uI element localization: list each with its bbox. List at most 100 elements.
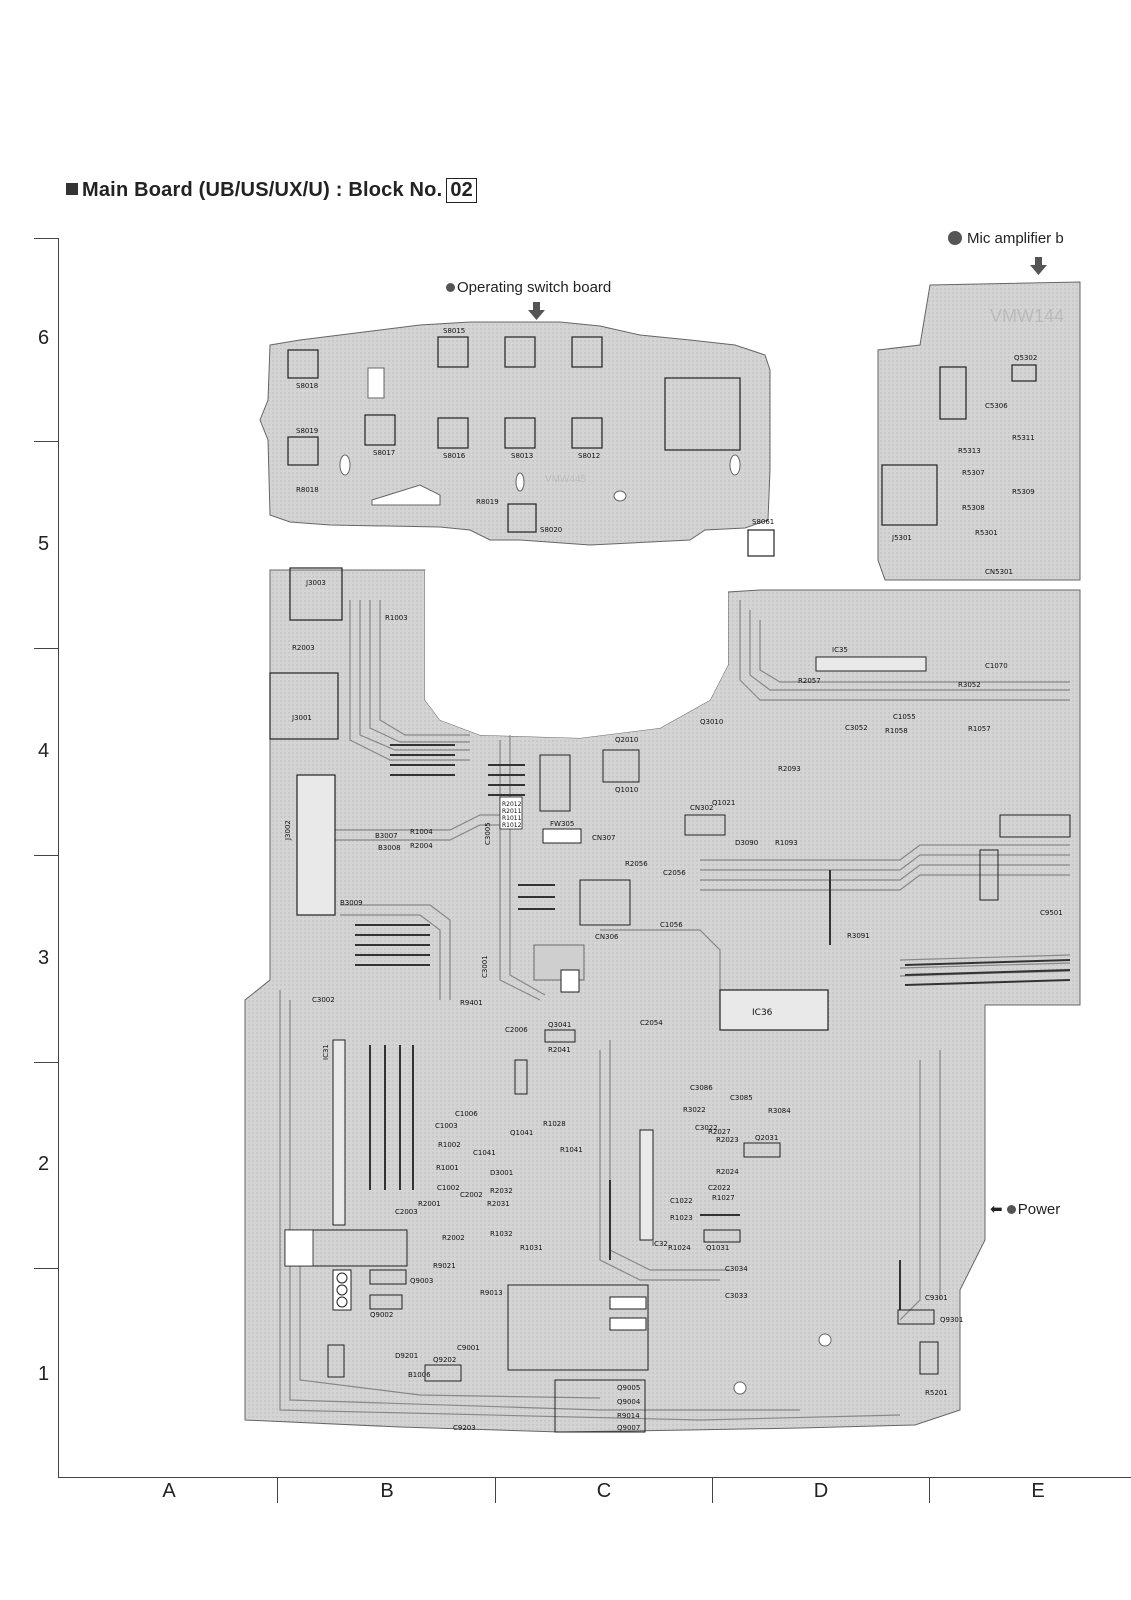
svg-text:C1056: C1056 <box>660 921 683 929</box>
svg-text:Q9002: Q9002 <box>370 1311 393 1319</box>
svg-text:Q1010: Q1010 <box>615 786 638 794</box>
svg-text:S8015: S8015 <box>443 327 465 335</box>
svg-text:IC36: IC36 <box>752 1008 773 1018</box>
svg-text:Q9007: Q9007 <box>617 1424 640 1432</box>
svg-text:R2023: R2023 <box>716 1136 739 1144</box>
svg-text:C3002: C3002 <box>312 996 335 1004</box>
svg-text:R1011: R1011 <box>502 815 522 822</box>
svg-text:R8019: R8019 <box>476 498 499 506</box>
svg-text:CN306: CN306 <box>595 933 619 941</box>
svg-text:R9013: R9013 <box>480 1289 503 1297</box>
svg-text:R2027: R2027 <box>708 1128 731 1136</box>
svg-text:Q5302: Q5302 <box>1014 354 1037 362</box>
svg-text:Q1021: Q1021 <box>712 799 735 807</box>
svg-text:C2006: C2006 <box>505 1026 528 1034</box>
svg-text:R1041: R1041 <box>560 1146 583 1154</box>
svg-text:IC32: IC32 <box>652 1240 668 1248</box>
svg-text:R1004: R1004 <box>410 828 433 836</box>
svg-text:S8061: S8061 <box>752 518 774 526</box>
col-tick <box>277 1477 278 1503</box>
svg-text:Q2031: Q2031 <box>755 1134 778 1142</box>
frame-bottom-border <box>58 1477 1131 1478</box>
col-label-e: E <box>1031 1480 1045 1502</box>
mic-amplifier-callout: Mic amplifier b <box>948 230 1064 247</box>
svg-text:Q9202: Q9202 <box>433 1356 456 1364</box>
svg-text:Q9003: Q9003 <box>410 1277 433 1285</box>
col-tick <box>712 1477 713 1503</box>
svg-text:R1057: R1057 <box>968 725 991 733</box>
svg-text:Q1041: Q1041 <box>510 1129 533 1137</box>
svg-text:R9401: R9401 <box>460 999 483 1007</box>
svg-text:C1002: C1002 <box>437 1184 460 1192</box>
svg-text:R2012: R2012 <box>502 801 522 808</box>
svg-text:C9203: C9203 <box>453 1424 476 1432</box>
svg-text:R2093: R2093 <box>778 765 801 773</box>
svg-text:R3052: R3052 <box>958 681 981 689</box>
svg-text:R1032: R1032 <box>490 1230 513 1238</box>
svg-text:R2002: R2002 <box>442 1234 465 1242</box>
svg-text:R2004: R2004 <box>410 842 433 850</box>
arrow-left-icon: ⬅ <box>990 1201 1003 1218</box>
svg-text:R5313: R5313 <box>958 447 981 455</box>
operating-switch-board-callout: Operating switch board <box>446 279 611 296</box>
col-label-d: D <box>813 1480 829 1502</box>
main-board-components: J3003 J3001 J3002 R1003 R2003 B3007 B300… <box>269 567 1071 1433</box>
svg-text:C5306: C5306 <box>985 402 1008 410</box>
svg-text:S8020: S8020 <box>540 526 562 534</box>
row-label-6: 6 <box>38 327 50 349</box>
svg-text:R1003: R1003 <box>385 614 408 622</box>
svg-text:Q9301: Q9301 <box>940 1316 963 1324</box>
svg-text:C1006: C1006 <box>455 1110 478 1118</box>
svg-text:Q1031: Q1031 <box>706 1244 729 1252</box>
svg-text:CN302: CN302 <box>690 804 714 812</box>
row-tick <box>34 648 58 649</box>
col-label-a: A <box>162 1480 176 1502</box>
row-tick <box>34 1062 58 1063</box>
svg-text:C2003: C2003 <box>395 1208 418 1216</box>
svg-text:R2011: R2011 <box>502 808 522 815</box>
svg-text:R2056: R2056 <box>625 860 648 868</box>
svg-text:C1070: C1070 <box>985 662 1008 670</box>
svg-text:VMW445: VMW445 <box>545 474 587 485</box>
svg-text:Q9005: Q9005 <box>617 1384 640 1392</box>
svg-text:D3090: D3090 <box>735 839 758 847</box>
frame-left-border <box>58 238 59 1478</box>
svg-text:C1055: C1055 <box>893 713 916 721</box>
svg-text:J3003: J3003 <box>305 579 326 587</box>
svg-text:S8017: S8017 <box>373 449 395 457</box>
svg-text:FW305: FW305 <box>550 820 574 828</box>
svg-text:R1002: R1002 <box>438 1141 461 1149</box>
col-label-b: B <box>380 1480 394 1502</box>
block-number: 02 <box>446 178 478 203</box>
svg-text:S8016: S8016 <box>443 452 466 460</box>
arrow-down-icon <box>528 302 545 320</box>
col-label-c: C <box>596 1480 612 1502</box>
row-tick <box>34 855 58 856</box>
svg-text:R1027: R1027 <box>712 1194 735 1202</box>
mic-amplifier-board: VMW144 Q5302 J5301 CN5301 C5306 R5313 R5… <box>877 281 1081 581</box>
page-title: Main Board (UB/US/UX/U) : Block No.02 <box>66 178 478 203</box>
svg-text:D3001: D3001 <box>490 1169 513 1177</box>
svg-text:B1006: B1006 <box>408 1371 431 1379</box>
svg-text:C2056: C2056 <box>663 869 686 877</box>
col-tick <box>929 1477 930 1503</box>
svg-text:Q2010: Q2010 <box>615 736 638 744</box>
svg-text:C3085: C3085 <box>730 1094 753 1102</box>
svg-text:R1001: R1001 <box>436 1164 459 1172</box>
svg-text:J3002: J3002 <box>284 820 292 841</box>
svg-text:R1031: R1031 <box>520 1244 543 1252</box>
svg-text:R2003: R2003 <box>292 644 315 652</box>
svg-text:C1041: C1041 <box>473 1149 496 1157</box>
row-tick <box>34 238 58 239</box>
bullet-dot-icon <box>948 231 962 245</box>
svg-text:R5311: R5311 <box>1012 434 1035 442</box>
bullet-dot-icon <box>1006 1205 1016 1214</box>
svg-text:R8018: R8018 <box>296 486 319 494</box>
svg-text:C3086: C3086 <box>690 1084 713 1092</box>
mic-amplifier-label: Mic amplifier b <box>967 230 1064 247</box>
svg-text:R5307: R5307 <box>962 469 985 477</box>
svg-text:R2001: R2001 <box>418 1200 441 1208</box>
row-label-1: 1 <box>38 1363 50 1385</box>
svg-text:C3001: C3001 <box>481 955 489 978</box>
